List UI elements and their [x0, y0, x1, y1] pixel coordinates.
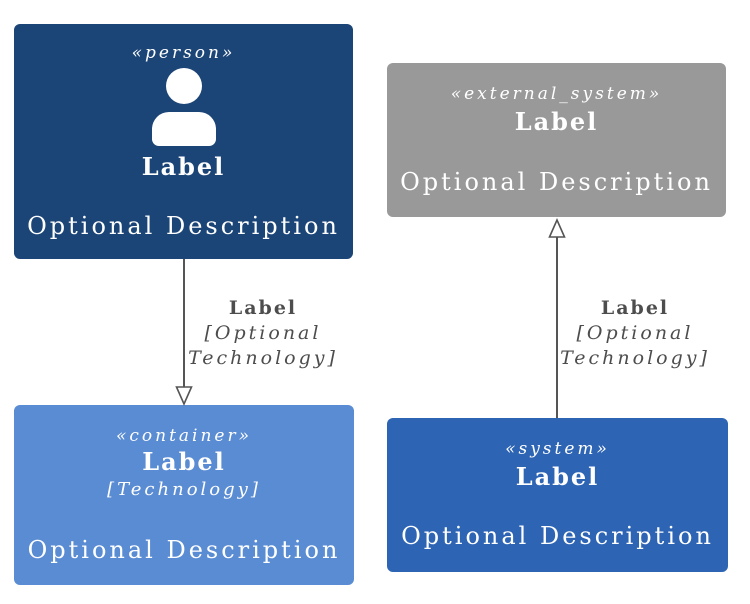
person-icon: [151, 68, 216, 146]
node-container: «container» Label [Technology] Optional …: [14, 405, 354, 585]
system-description: Optional Description: [401, 522, 714, 550]
external-system-stereotype: «external_system»: [450, 84, 663, 104]
person-description: Optional Description: [27, 212, 340, 240]
edge-person-to-container-technology: [Optional Technology]: [188, 322, 338, 369]
edge-label-system-to-external-system: Label [Optional Technology]: [548, 296, 722, 371]
arrowhead-up-icon: [548, 218, 566, 238]
edge-system-to-external-system-label: Label: [600, 297, 670, 319]
external-system-description: Optional Description: [400, 168, 713, 196]
node-person: «person» Label Optional Description: [14, 24, 353, 259]
edge-label-person-to-container: Label [Optional Technology]: [176, 296, 350, 371]
external-system-label: Label: [514, 107, 599, 136]
system-stereotype: «system»: [505, 439, 610, 459]
node-system: «system» Label Optional Description: [387, 418, 728, 572]
container-technology: [Technology]: [107, 479, 261, 500]
edge-person-to-container-label: Label: [228, 297, 298, 319]
arrowhead-down-icon: [175, 386, 193, 406]
person-stereotype: «person»: [131, 43, 236, 63]
container-description: Optional Description: [27, 536, 341, 564]
edge-system-to-external-system-technology: [Optional Technology]: [560, 322, 710, 369]
system-label: Label: [515, 462, 600, 491]
person-label: Label: [141, 152, 226, 181]
container-label: Label: [142, 447, 226, 476]
container-stereotype: «container»: [115, 426, 253, 446]
node-external-system: «external_system» Label Optional Descrip…: [387, 63, 726, 217]
